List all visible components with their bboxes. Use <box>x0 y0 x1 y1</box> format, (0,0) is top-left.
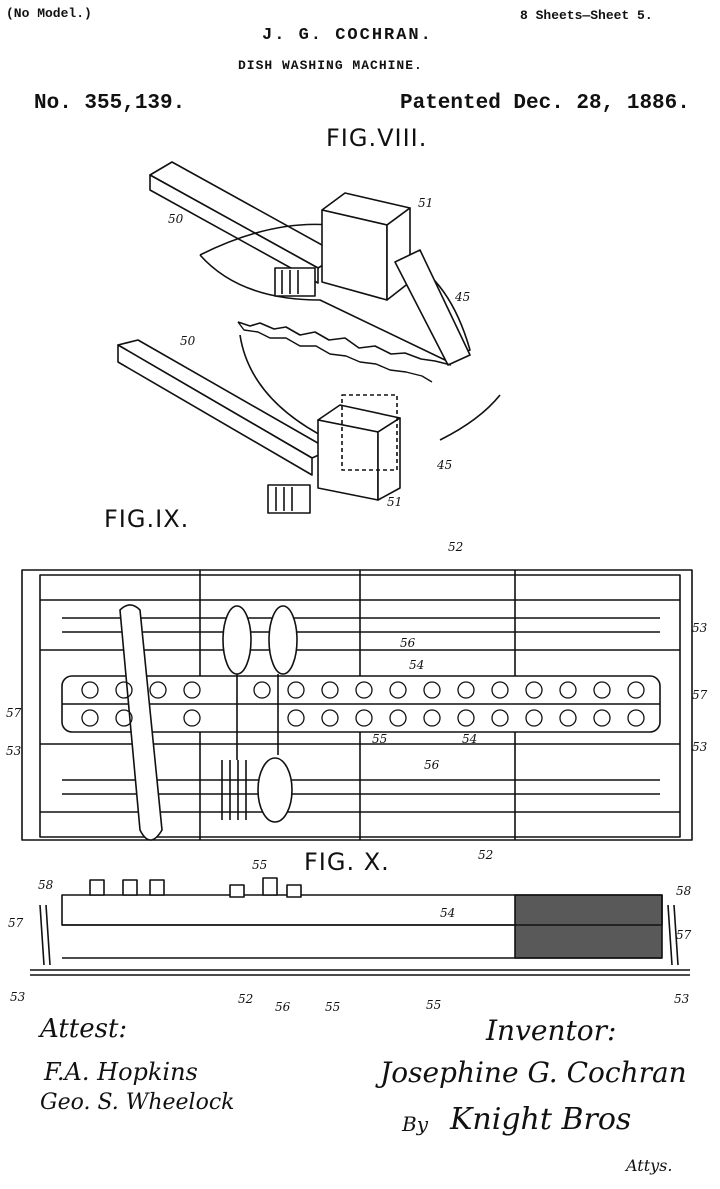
ref-numeral: 58 <box>38 878 54 892</box>
fig10-side-view <box>30 877 690 976</box>
inventor-signature: Josephine G. Cochran <box>380 1056 687 1089</box>
ref-numeral: 51 <box>387 495 403 509</box>
ref-numeral: 53 <box>10 990 26 1004</box>
ref-numeral: 53 <box>692 621 708 635</box>
ref-numeral: 51 <box>418 196 434 210</box>
ref-numeral: 54 <box>409 658 425 672</box>
fig9-rack <box>21 569 693 841</box>
sheet-count-label: 8 Sheets—Sheet 5. <box>520 8 653 23</box>
invention-title: DISH WASHING MACHINE. <box>238 58 423 73</box>
witness-signature-2: Geo. S. Wheelock <box>40 1090 235 1115</box>
ref-numeral: 54 <box>462 732 478 746</box>
fig-9-label: FIG.IX. <box>104 505 190 533</box>
attest-label: Attest: <box>40 1014 128 1044</box>
witness-signature-1: F.A. Hopkins <box>44 1058 198 1086</box>
fig-10-label: FIG. X. <box>304 848 390 876</box>
ref-numeral: 53 <box>674 992 690 1006</box>
patent-number: No. 355,139. <box>34 92 186 115</box>
ref-numeral: 57 <box>6 706 22 720</box>
ref-numeral: 57 <box>8 916 24 930</box>
ref-numeral: 45 <box>437 458 453 472</box>
fig8-lower-assembly <box>117 334 501 514</box>
ref-numeral: 55 <box>252 858 268 872</box>
attorneys-signature: Knight Bros <box>450 1102 632 1137</box>
ref-numeral: 50 <box>180 334 196 348</box>
no-model-label: (No Model.) <box>6 6 92 21</box>
by-label: By <box>402 1112 428 1136</box>
fig8-upper-assembly <box>149 161 471 366</box>
ref-numeral: 56 <box>275 1000 291 1014</box>
ref-numeral: 54 <box>440 906 456 920</box>
ref-numeral: 45 <box>455 290 471 304</box>
ref-numeral: 53 <box>6 744 22 758</box>
ref-numeral: 56 <box>400 636 416 650</box>
ref-numeral: 56 <box>424 758 440 772</box>
fig-8-label: FIG.VIII. <box>326 124 428 152</box>
ref-numeral: 52 <box>238 992 254 1006</box>
ref-numeral: 52 <box>478 848 494 862</box>
fig9-roller-circles <box>81 681 645 727</box>
ref-numeral: 50 <box>168 212 184 226</box>
ref-numeral: 57 <box>676 928 692 942</box>
ref-numeral: 55 <box>325 1000 341 1014</box>
attys-label: Attys. <box>626 1156 673 1175</box>
inventor-name-heading: J. G. COCHRAN. <box>262 26 433 45</box>
inventor-label: Inventor: <box>486 1014 617 1047</box>
ref-numeral: 53 <box>692 740 708 754</box>
ref-numeral: 55 <box>372 732 388 746</box>
ref-numeral: 55 <box>426 998 442 1012</box>
ref-numeral: 52 <box>448 540 464 554</box>
fig8-break-line <box>237 321 452 366</box>
ref-numeral: 58 <box>676 884 692 898</box>
patent-date: Patented Dec. 28, 1886. <box>400 92 690 115</box>
ref-numeral: 57 <box>692 688 708 702</box>
